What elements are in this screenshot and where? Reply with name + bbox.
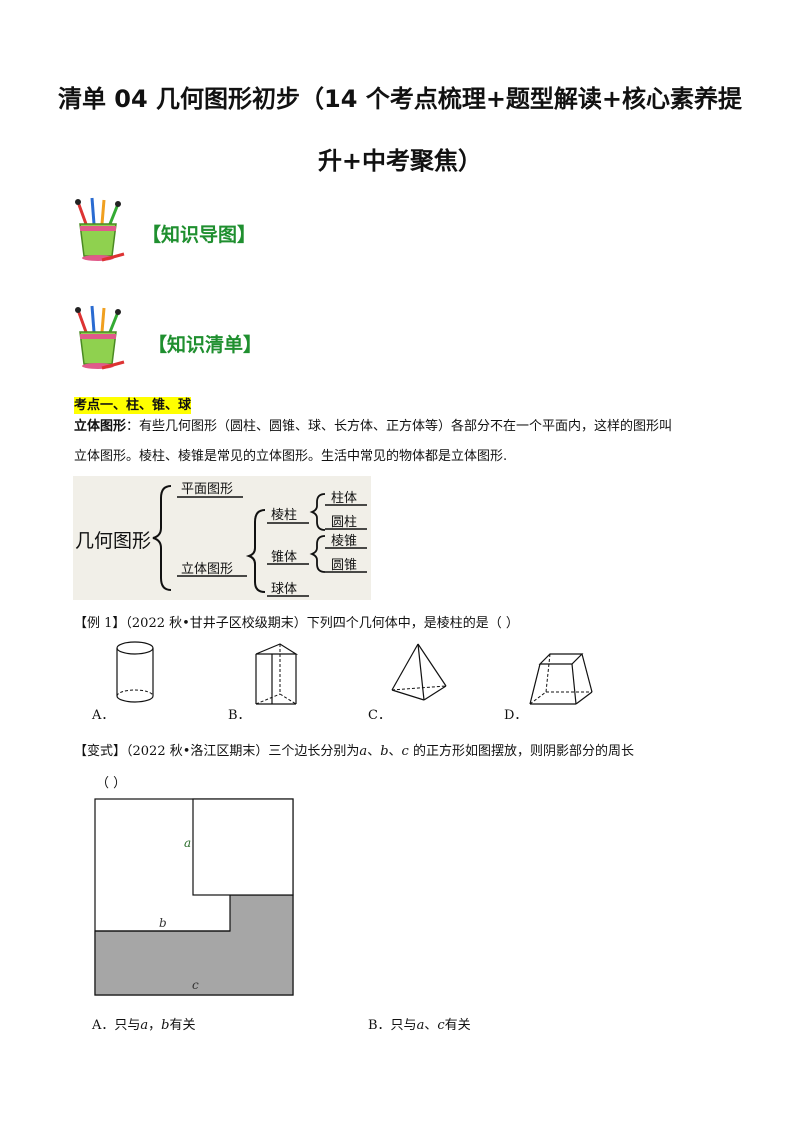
figure-label-a: a: [184, 836, 192, 850]
definition-paragraph: 立体图形：有些几何图形（圆柱、圆锥、球、长方体、正方体等）各部分不在一个平面内，…: [74, 412, 744, 472]
variant-option-b-var-2: c: [437, 1018, 445, 1033]
variant-option-a-prefix: A．只与: [92, 1018, 141, 1033]
shape-frustum: [526, 650, 596, 714]
figure-label-c: c: [192, 978, 199, 992]
variant-label: 【变式】: [74, 744, 127, 759]
definition-term: 立体图形: [74, 419, 127, 434]
diagram-prism: 柱体: [331, 491, 358, 506]
shape-cylinder: [112, 640, 158, 710]
example-1-source: （2022 秋•甘井子区校级期末）: [125, 616, 307, 631]
example-1-question: 【例 1】（2022 秋•甘井子区校级期末）下列四个几何体中，是棱柱的是（ ）: [74, 612, 519, 631]
diagram-pyramid: 棱锥: [331, 534, 358, 549]
variant-option-b: B．只与a、c有关: [368, 1014, 471, 1033]
diagram-root: 几何图形: [75, 530, 152, 552]
variant-option-b-suffix: 有关: [444, 1018, 471, 1033]
example-1-option-d: D．: [504, 708, 528, 723]
topic-heading: 考点一、柱、锥、球: [74, 394, 192, 414]
diagram-solid: 立体图形: [181, 562, 234, 577]
variant-option-a-suffix: 有关: [169, 1018, 196, 1033]
variant-var-c: c: [401, 744, 409, 759]
shape-prism: [246, 640, 300, 716]
example-1-text: 下列四个几何体中，是棱柱的是（ ）: [306, 616, 519, 631]
example-1-option-a: A．: [92, 708, 115, 723]
diagram-cylinder: 圆柱: [331, 515, 358, 530]
diagram-cone-group: 锥体: [271, 550, 298, 565]
variant-option-a-sep: ，: [148, 1018, 162, 1033]
variant-var-b: b: [380, 744, 389, 759]
page-title-line-1: 清单 04 几何图形初步（14 个考点梳理+题型解读+核心素养提: [57, 85, 743, 113]
variant-var-a: a: [359, 744, 368, 759]
variant-text-rest: 的正方形如图摆放，则阴影部分的周长: [408, 744, 634, 759]
shape-pyramid: [388, 640, 450, 710]
definition-line-1: 有些几何图形（圆柱、圆锥、球、长方体、正方体等）各部分不在一个平面内，这样的图形…: [139, 419, 673, 434]
example-1-option-b: B．: [228, 708, 251, 723]
classification-diagram: 几何图形 平面图形 立体图形 棱柱 锥体 球体 柱体 圆柱 棱锥 圆锥: [73, 476, 371, 600]
topic-heading-text: 考点一、柱、锥、球: [74, 397, 192, 414]
variant-source: （2022 秋•洛江区期末）: [126, 744, 269, 759]
variant-option-a: A．只与a，b有关: [92, 1014, 196, 1033]
variant-answer-paren: （ ）: [96, 776, 127, 791]
diagram-cone: 圆锥: [331, 558, 358, 573]
variant-option-b-sep: 、: [424, 1018, 438, 1033]
pencil-cup-icon: [72, 196, 128, 264]
diagram-prism-group: 棱柱: [271, 508, 298, 523]
page-title-line-2: 升+中考聚焦）: [317, 147, 483, 175]
variant-option-b-prefix: B．只与: [368, 1018, 417, 1033]
definition-colon: ：: [126, 419, 140, 434]
variant-text-start: 三个边长分别为: [268, 744, 360, 759]
section-knowledge-map: 【知识导图】: [142, 224, 257, 246]
squares-figure: a b c: [94, 798, 294, 996]
diagram-sphere: 球体: [271, 582, 298, 597]
variant-option-a-var-1: a: [140, 1018, 149, 1033]
variant-question: 【变式】（2022 秋•洛江区期末）三个边长分别为a、b、c 的正方形如图摆放，…: [74, 736, 764, 800]
variant-option-a-var-2: b: [161, 1018, 170, 1033]
definition-line-2: 立体图形。棱柱、棱锥是常见的立体图形。生活中常见的物体都是立体图形.: [74, 449, 508, 464]
diagram-plane: 平面图形: [181, 482, 234, 497]
variant-sep-2: 、: [388, 744, 402, 759]
example-1-label: 【例 1】: [74, 616, 126, 631]
section-knowledge-list: 【知识清单】: [148, 334, 263, 356]
figure-label-b: b: [159, 916, 167, 930]
variant-option-b-var-1: a: [416, 1018, 425, 1033]
example-1-option-c: C．: [368, 708, 391, 723]
pencil-cup-icon: [72, 304, 128, 372]
variant-sep-1: 、: [367, 744, 381, 759]
